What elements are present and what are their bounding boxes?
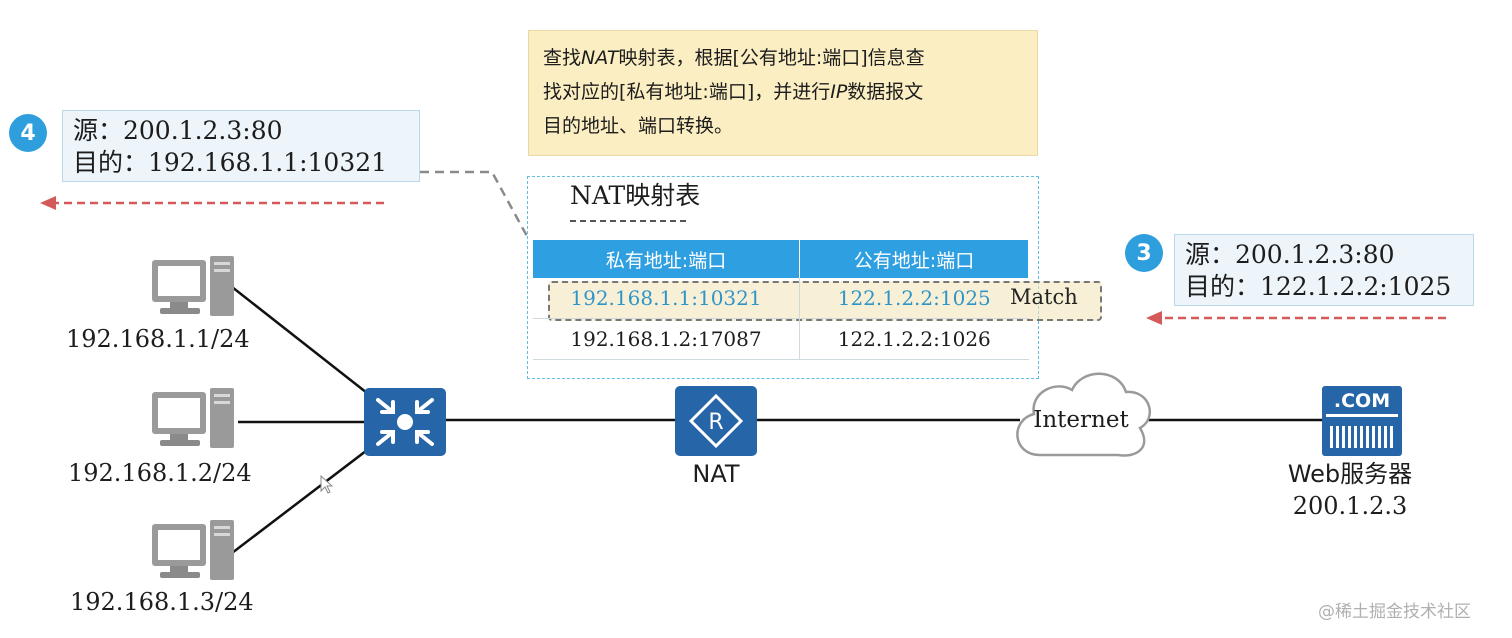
web-server-icon: .COM [1322,386,1402,456]
nat-table-title-rule [570,220,686,222]
nat-table-header-row: 私有地址:端口 公有地址:端口 [533,240,1029,278]
router-icon: R [675,386,757,456]
match-label: Match [1010,285,1078,309]
pc-icon [152,256,234,316]
pc-icon [152,520,234,580]
nat-lookup-note: 查找NAT映射表，根据[公有地址:端口]信息查 找对应的[私有地址:端口]，并进… [528,30,1038,156]
note-line-1: 查找NAT映射表，根据[公有地址:端口]信息查 [543,47,925,69]
nat-table-row-matched: 192.168.1.1:10321 122.1.2.2:1025 [533,278,1029,319]
server-grill [1330,426,1394,448]
host-3-label: 192.168.1.3/24 [70,588,254,616]
step-4-dst: 目的：192.168.1.1:10321 [73,148,388,177]
cell-private: 192.168.1.1:10321 [533,278,800,319]
step-4-packet-info: 源：200.1.2.3:80 目的：192.168.1.1:10321 [62,110,420,182]
step-3-dst: 目的：122.1.2.2:1025 [1185,272,1452,301]
internet-cloud-icon [1016,372,1151,457]
server-com-badge: .COM [1333,390,1391,412]
watermark: @稀土掘金技术社区 [1318,602,1471,622]
web-server-label: Web服务器 200.1.2.3 [1270,458,1430,522]
server-ip: 200.1.2.3 [1292,492,1408,520]
note-line-2: 找对应的[私有地址:端口]，并进行IP数据报文 [543,81,924,103]
step-3-badge: 3 [1125,234,1163,272]
mouse-cursor-icon [320,475,334,494]
step-4-src: 源：200.1.2.3:80 [73,116,283,145]
pc-icon [152,388,234,448]
note-line-3: 目的地址、端口转换。 [543,115,734,137]
header-private: 私有地址:端口 [533,240,800,278]
switch-icon [364,388,446,456]
cell-private: 192.168.1.2:17087 [533,318,800,360]
nat-mapping-table: 私有地址:端口 公有地址:端口 192.168.1.1:10321 122.1.… [533,240,1029,360]
internet-label: Internet [1033,407,1129,433]
arrow-step4-head [40,196,56,210]
nat-table-row: 192.168.1.2:17087 122.1.2.2:1026 [533,318,1029,360]
host-2-label: 192.168.1.2/24 [68,459,252,487]
arrow-step3-head [1146,311,1162,325]
nat-table-title: NAT映射表 [570,181,701,210]
server-name: Web服务器 [1287,460,1413,488]
step-3-packet-info: 源：200.1.2.3:80 目的：122.1.2.2:1025 [1174,234,1474,306]
cell-public: 122.1.2.2:1025 [799,278,1029,319]
pointer-step4-table [420,170,530,239]
host-1-label: 192.168.1.1/24 [66,325,250,353]
step-3-src: 源：200.1.2.3:80 [1185,240,1395,269]
nat-label: NAT [692,460,740,488]
header-public: 公有地址:端口 [799,240,1029,278]
cell-public: 122.1.2.2:1026 [799,318,1029,360]
step-4-badge: 4 [9,114,47,152]
svg-text:R: R [708,410,723,435]
